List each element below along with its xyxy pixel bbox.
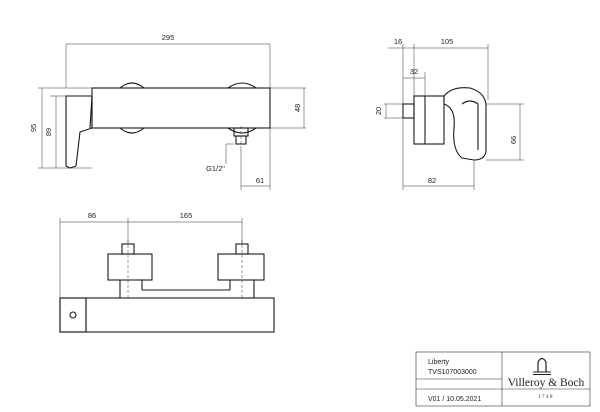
title-version-date: V01 / 10.05.2021 — [428, 396, 481, 403]
dim-outlet-offset: 61 — [256, 176, 264, 185]
dim-front-width: 295 — [162, 33, 175, 42]
cap-right — [227, 82, 257, 89]
wall-connector — [402, 103, 415, 119]
title-brand: Villeroy & Boch — [508, 377, 585, 389]
dim-side-top-small: 16 — [394, 37, 402, 46]
top-body — [59, 297, 275, 333]
title-product: Liberty — [428, 359, 450, 366]
title-year: 1748 — [538, 395, 554, 400]
handle-screw — [69, 311, 77, 319]
front-view: 295 95 89 48 G1/2" 6 — [29, 33, 306, 190]
cap-left-bottom — [119, 127, 145, 134]
dim-side-inner: 32 — [410, 67, 418, 76]
title-code: TVS107003000 — [428, 369, 477, 376]
outlet-thread-label: G1/2" — [206, 164, 225, 173]
cap-right-bottom — [227, 127, 257, 134]
mixer-body — [91, 87, 271, 129]
dim-front-height-inner: 89 — [44, 128, 53, 136]
dim-front-right-height: 48 — [293, 104, 302, 112]
dim-top-spacing: 165 — [180, 211, 193, 220]
top-handle — [59, 297, 87, 333]
dim-side-left-height: 20 — [374, 107, 383, 115]
eccentric-left — [107, 253, 153, 281]
side-view: 16 105 32 20 66 82 — [374, 37, 524, 190]
side-body-block — [413, 95, 445, 145]
eccentric-right — [217, 253, 265, 281]
cap-left — [119, 82, 145, 89]
top-view: 86 165 — [59, 211, 275, 333]
side-handle — [443, 87, 487, 161]
title-block: Liberty TVS107003000 V01 / 10.05.2021 Vi… — [415, 351, 591, 407]
brand-logo-icon — [533, 357, 551, 375]
lever-handle — [65, 95, 93, 169]
dim-front-height-outer: 95 — [29, 124, 38, 132]
dim-side-right-height: 66 — [509, 136, 518, 144]
dim-top-left: 86 — [88, 211, 96, 220]
dim-side-bottom: 82 — [428, 176, 436, 185]
dim-side-top-total: 105 — [441, 37, 454, 46]
